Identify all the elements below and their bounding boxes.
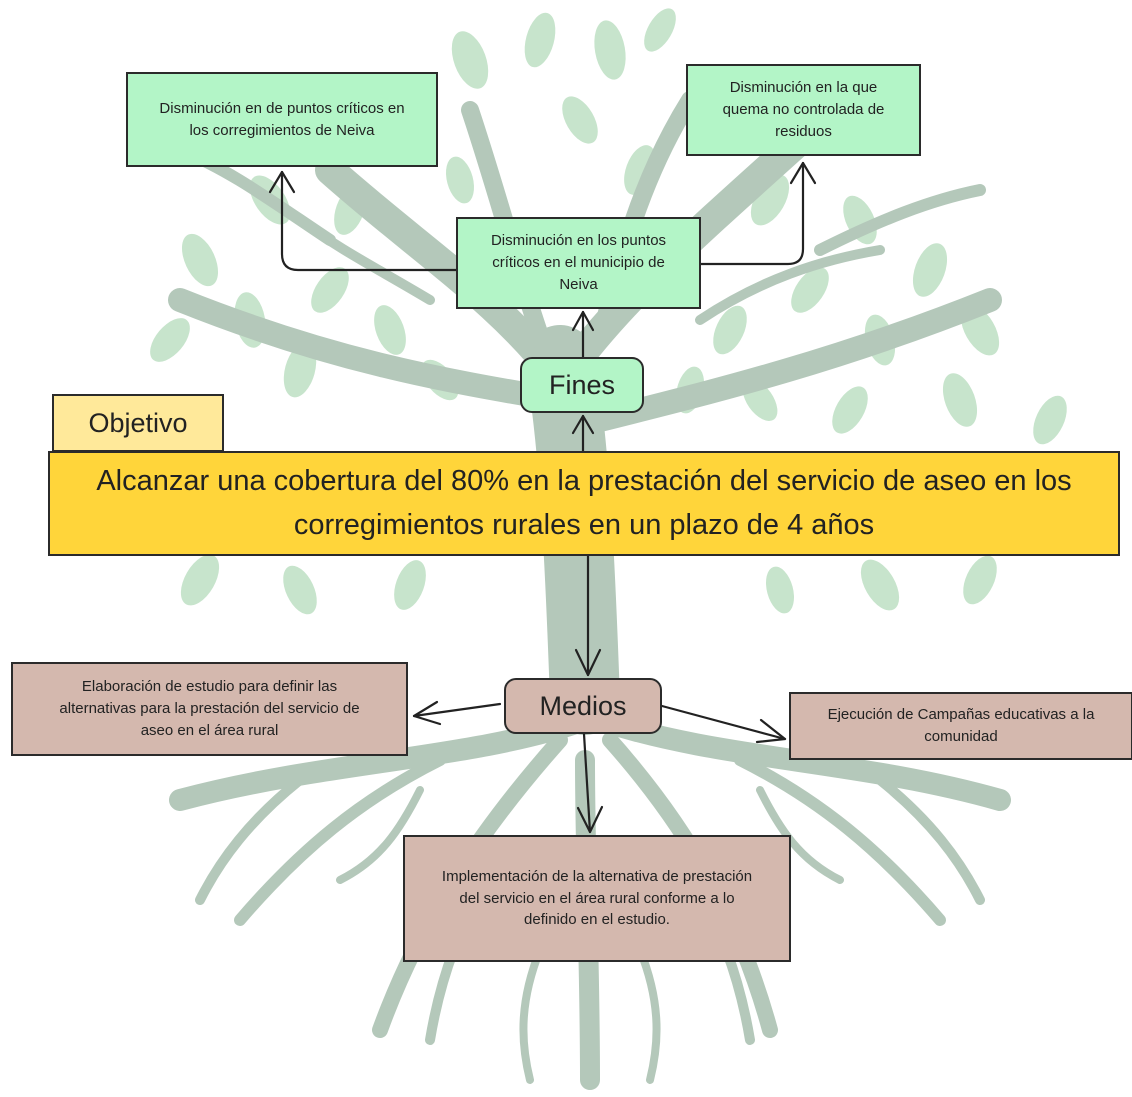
medio-bottom-line-2: del servicio en el área rural conforme a…: [459, 889, 735, 907]
medio-box-estudio: Elaboración de estudio para definir las …: [11, 662, 408, 756]
medio-bottom-line-1: Implementación de la alternativa de pres…: [441, 867, 753, 885]
medio-bottom-line-3: definido en el estudio.: [524, 911, 670, 929]
fin-left-line-1: Disminución en de puntos críticos en: [159, 99, 405, 117]
objetivo-label: Objetivo: [52, 394, 224, 452]
fin-box-municipio: Disminución en los puntos críticos en el…: [456, 217, 701, 309]
fin-left-line-2: los corregimientos de Neiva: [189, 121, 375, 139]
fin-right-line-1: Disminución en la que: [729, 79, 878, 97]
fines-label: Fines: [520, 357, 644, 413]
medio-left-line-1: Elaboración de estudio para definir las: [81, 678, 338, 696]
objective-box: Alcanzar una cobertura del 80% en la pre…: [48, 451, 1120, 556]
medio-right-line-2: comunidad: [924, 728, 998, 745]
medio-left-line-3: aseo en el área rural: [140, 721, 279, 739]
fin-box-corregimientos: Disminución en de puntos críticos en los…: [126, 72, 438, 167]
fin-center-line-1: Disminución en los puntos: [490, 232, 667, 250]
fin-center-line-3: Neiva: [559, 275, 598, 293]
objective-line-2: corregimientos rurales en un plazo de 4 …: [293, 508, 875, 541]
fin-box-quema: Disminución en la que quema no controlad…: [686, 64, 921, 156]
medio-left-line-2: alternativas para la prestación del serv…: [59, 700, 360, 718]
medio-box-implementacion: Implementación de la alternativa de pres…: [403, 835, 791, 962]
medio-right-line-1: Ejecución de Campañas educativas a la: [827, 706, 1095, 724]
fin-center-line-2: críticos en el municipio de: [492, 254, 665, 272]
fin-right-line-3: residuos: [775, 122, 832, 140]
fin-right-line-2: quema no controlada de: [722, 101, 885, 119]
objective-line-1: Alcanzar una cobertura del 80% en la pre…: [96, 465, 1072, 497]
medios-label: Medios: [504, 678, 662, 734]
medio-box-campanas: Ejecución de Campañas educativas a la co…: [789, 692, 1132, 760]
